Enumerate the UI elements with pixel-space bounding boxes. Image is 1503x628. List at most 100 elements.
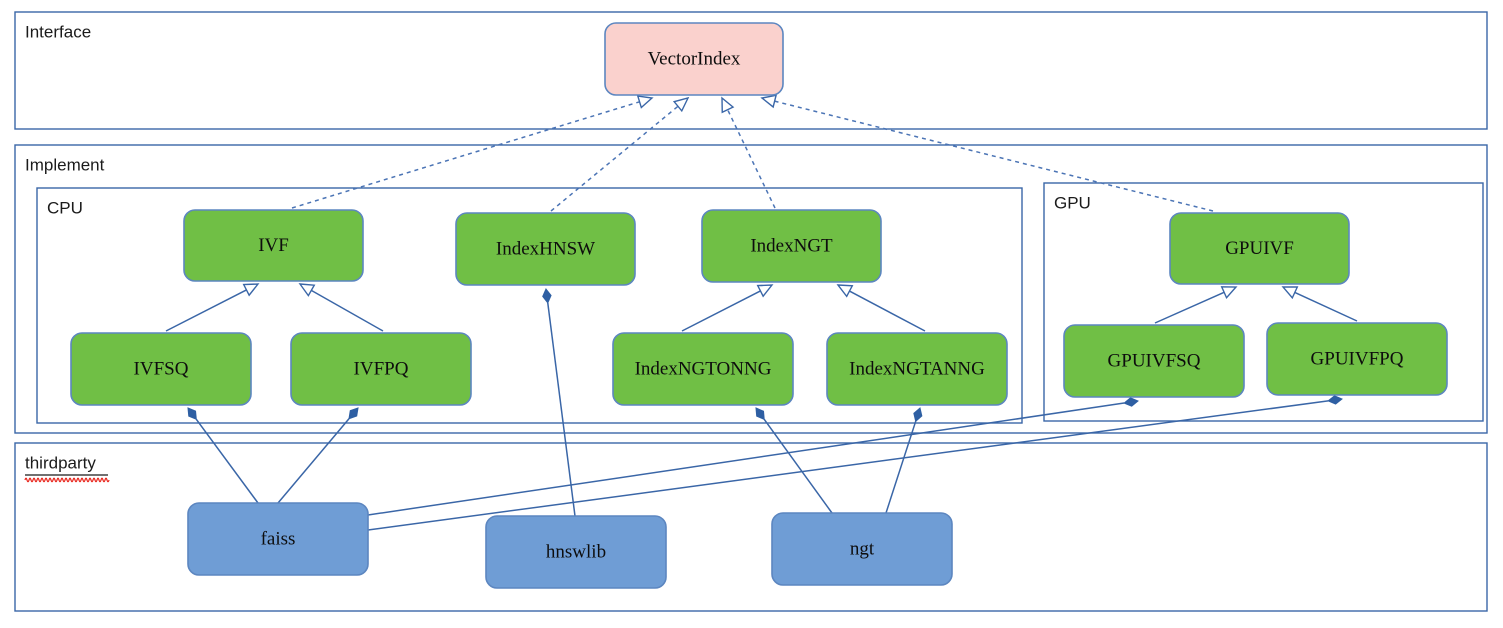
inheritance-arrowhead [298, 283, 316, 297]
edge-faiss-to-ivfpq [277, 407, 359, 504]
node-ivf[interactable]: IVF [183, 209, 364, 282]
node-vectorindex[interactable]: VectorIndex [604, 22, 784, 96]
edge-ivfpq-to-ivf [298, 283, 384, 332]
edge-line [547, 302, 576, 517]
edge-indexngtanng-to-indexngt [836, 284, 926, 332]
node-gpuivfpq[interactable]: GPUIVFPQ [1266, 322, 1448, 396]
inheritance-arrowhead [1220, 286, 1238, 300]
spellcheck-underline-thirdparty [24, 477, 110, 483]
node-indexhnsw[interactable]: IndexHNSW [455, 212, 636, 286]
node-faiss[interactable]: faiss [187, 502, 369, 576]
node-ngt[interactable]: ngt [771, 512, 953, 586]
node-indexngtonng[interactable]: IndexNGTONNG [612, 332, 794, 406]
node-box-faiss[interactable] [187, 502, 369, 576]
composition-diamond [1123, 397, 1139, 407]
container-label-implement: Implement [25, 155, 105, 174]
edge-ivfsq-to-ivf [165, 283, 260, 332]
edge-indexhnsw-to-vectorindex [550, 96, 690, 212]
node-gpuivfsq[interactable]: GPUIVFSQ [1063, 324, 1245, 398]
inheritance-arrowhead [1281, 286, 1299, 300]
inheritance-arrowhead [836, 284, 854, 298]
node-indexngt[interactable]: IndexNGT [701, 209, 882, 283]
node-ivfsq[interactable]: IVFSQ [70, 332, 252, 406]
node-box-gpuivfpq[interactable] [1266, 322, 1448, 396]
node-label-gpuivf: GPUIVF [1225, 238, 1294, 259]
node-label-ivfsq: IVFSQ [134, 358, 189, 379]
edge-gpuivfsq-to-gpuivf [1154, 286, 1238, 324]
node-label-ngt: ngt [850, 538, 875, 559]
node-box-ngt[interactable] [771, 512, 953, 586]
realization-arrowhead [636, 95, 654, 109]
edge-faiss-to-ivfsq [187, 407, 259, 504]
node-box-ivfpq[interactable] [290, 332, 472, 406]
edge-gpuivf-to-vectorindex [760, 94, 1214, 212]
node-label-indexngtonng: IndexNGTONNG [635, 358, 772, 379]
edge-line [1294, 291, 1358, 322]
edge-line [165, 289, 247, 332]
composition-diamond [542, 288, 552, 304]
edge-line [277, 418, 350, 504]
node-gpuivf[interactable]: GPUIVF [1169, 212, 1350, 285]
edge-line [550, 105, 679, 212]
edge-ngt-to-indexngtonng [755, 407, 833, 514]
edge-indexngt-to-vectorindex [721, 96, 776, 209]
edge-line [849, 290, 926, 332]
edge-faiss-to-gpuivfsq [367, 397, 1139, 516]
node-label-ivfpq: IVFPQ [354, 358, 409, 379]
node-box-vectorindex[interactable] [604, 22, 784, 96]
node-label-vectorindex: VectorIndex [648, 48, 741, 69]
edge-indexngtonng-to-indexngt [681, 284, 774, 332]
edges-layer [165, 94, 1358, 531]
edge-gpuivfpq-to-gpuivf [1281, 286, 1358, 322]
node-box-indexngt[interactable] [701, 209, 882, 283]
node-label-indexngtanng: IndexNGTANNG [849, 358, 985, 379]
realization-arrowhead [721, 96, 735, 114]
node-box-indexngtanng[interactable] [826, 332, 1008, 406]
realization-arrowhead [760, 94, 778, 109]
node-indexngtanng[interactable]: IndexNGTANNG [826, 332, 1008, 406]
node-box-gpuivfsq[interactable] [1063, 324, 1245, 398]
node-label-indexngt: IndexNGT [750, 235, 833, 256]
edge-line [726, 109, 776, 209]
inheritance-arrowhead [756, 284, 774, 298]
container-label-thirdparty: thirdparty [25, 453, 96, 472]
composition-diamond [755, 407, 765, 421]
edge-line [367, 400, 1329, 531]
composition-diamond [913, 407, 923, 423]
edge-hnswlib-to-indexhnsw [542, 288, 576, 517]
realization-arrowhead [672, 96, 690, 113]
node-box-gpuivf[interactable] [1169, 212, 1350, 285]
edge-line [681, 290, 761, 332]
node-box-ivfsq[interactable] [70, 332, 252, 406]
node-label-indexhnsw: IndexHNSW [496, 238, 595, 259]
node-box-indexngtonng[interactable] [612, 332, 794, 406]
composition-diamond [348, 407, 359, 420]
edge-line [195, 418, 259, 504]
composition-diamond [1327, 395, 1343, 405]
node-label-gpuivfsq: GPUIVFSQ [1108, 350, 1201, 371]
edge-line [885, 421, 917, 514]
node-ivfpq[interactable]: IVFPQ [290, 332, 472, 406]
node-label-hnswlib: hnswlib [546, 541, 606, 562]
container-label-interface: Interface [25, 22, 91, 41]
edge-line [367, 402, 1125, 516]
edge-ivf-to-vectorindex [291, 95, 654, 209]
node-label-faiss: faiss [261, 528, 296, 549]
edge-line [310, 289, 384, 332]
node-box-ivf[interactable] [183, 209, 364, 282]
edge-faiss-to-gpuivfpq [367, 395, 1343, 531]
edge-ngt-to-indexngtanng [885, 407, 923, 514]
edge-line [774, 100, 1214, 212]
container-label-gpu: GPU [1054, 193, 1091, 212]
edge-line [763, 418, 833, 514]
node-label-gpuivfpq: GPUIVFPQ [1311, 348, 1404, 369]
node-hnswlib[interactable]: hnswlib [485, 515, 667, 589]
node-box-hnswlib[interactable] [485, 515, 667, 589]
composition-diamond [187, 407, 197, 421]
inheritance-arrowhead [242, 283, 260, 297]
node-box-indexhnsw[interactable] [455, 212, 636, 286]
edge-line [1154, 291, 1225, 324]
